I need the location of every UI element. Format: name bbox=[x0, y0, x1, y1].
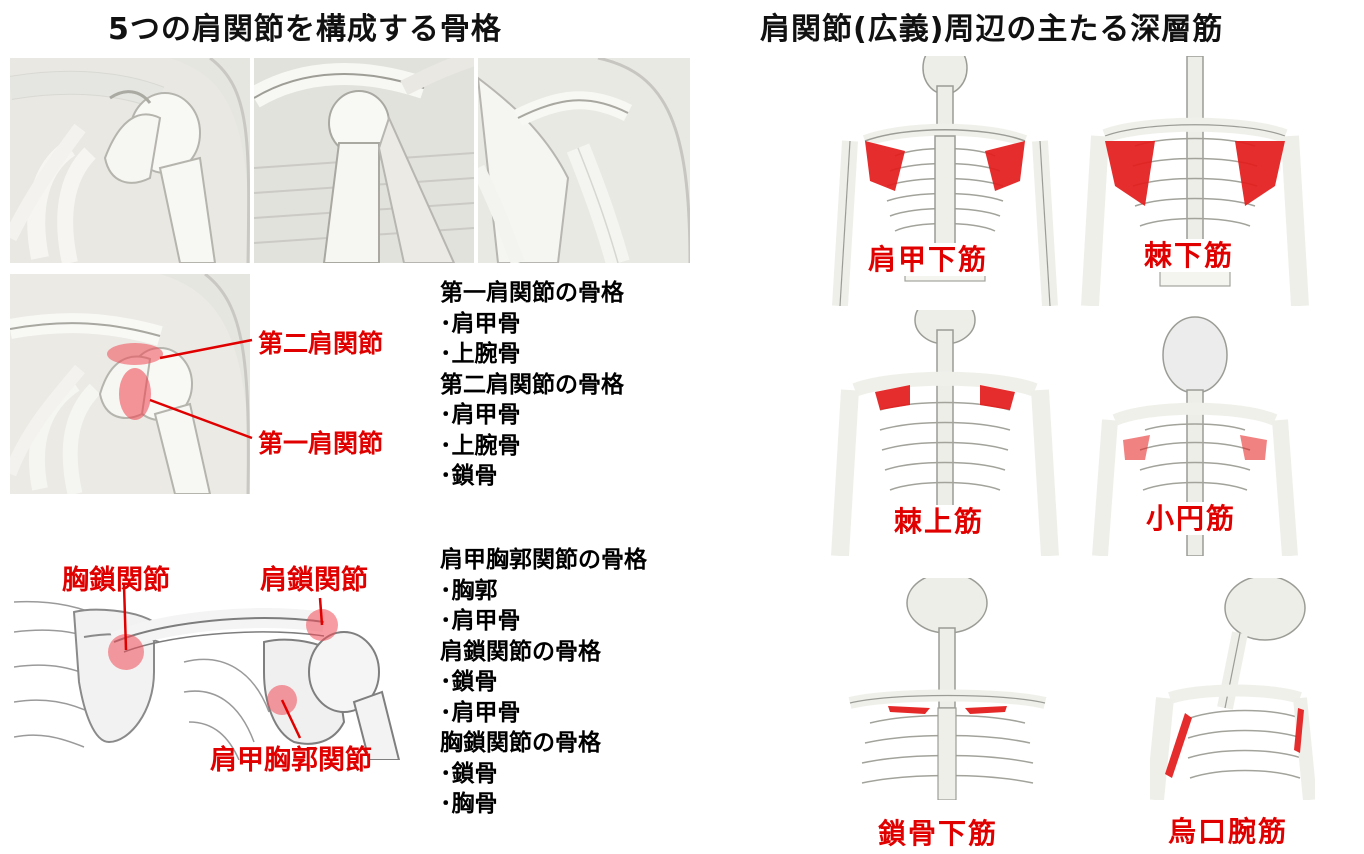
skeleton-list-1: 第一肩関節の骨格 ･肩甲骨 ･上腕骨 第二肩関節の骨格 ･肩甲骨 ･上腕骨 ･鎖… bbox=[440, 278, 624, 492]
skeleton-list-2-item: ･肩甲骨 bbox=[440, 608, 521, 634]
muscle-highlight-right bbox=[1240, 435, 1267, 460]
skeleton-list-1-item: 第一肩関節の骨格 bbox=[440, 280, 624, 306]
left-title: 5つの肩関節を構成する骨格 bbox=[108, 12, 502, 47]
skeleton-list-2-item: ･肩甲骨 bbox=[440, 699, 521, 726]
muscle-highlight-right bbox=[980, 385, 1015, 410]
label-infraspinatus: 棘下筋 bbox=[1138, 234, 1241, 274]
joint-leader-lines bbox=[149, 338, 253, 440]
shoulder-image-side bbox=[478, 58, 690, 263]
shoulder-joint-image bbox=[10, 274, 250, 494]
muscle-highlight-left bbox=[888, 706, 930, 714]
subclavius-image bbox=[830, 578, 1065, 800]
label-sternoclavicular-joint: 胸鎖関節 bbox=[62, 565, 170, 596]
coracobrachialis-image bbox=[1150, 578, 1315, 800]
second-joint-highlight bbox=[107, 343, 163, 365]
label-scapulothoracic-joint: 肩甲胸郭関節 bbox=[210, 745, 372, 776]
skeleton-list-2-item: 肩鎖関節の骨格 bbox=[440, 638, 601, 665]
skeleton-list-2-item: 肩甲胸郭関節の骨格 bbox=[440, 547, 647, 573]
label-subclavius: 鎖骨下筋 bbox=[872, 812, 1005, 852]
label-first-shoulder-joint: 第一肩関節 bbox=[258, 429, 384, 458]
skeleton-list-2: 肩甲胸郭関節の骨格 ･胸郭 ･肩甲骨 肩鎖関節の骨格 ･鎖骨 ･肩甲骨 胸鎖関節… bbox=[440, 545, 647, 820]
skeleton-list-2-item: ･胸郭 bbox=[440, 577, 498, 604]
skeleton-list-1-item: ･鎖骨 bbox=[440, 463, 498, 489]
muscle-highlight-right bbox=[965, 706, 1007, 714]
infraspinatus-image bbox=[1075, 56, 1315, 306]
label-second-shoulder-joint: 第二肩関節 bbox=[258, 329, 384, 358]
muscle-highlight-left bbox=[1165, 713, 1192, 778]
label-subscapularis: 肩甲下筋 bbox=[862, 238, 995, 278]
shoulder-image-front bbox=[10, 58, 250, 263]
label-coracobrachialis: 烏口腕筋 bbox=[1162, 810, 1295, 850]
muscle-highlight-left bbox=[1123, 435, 1150, 460]
skeleton-list-2-item: 胸鎖関節の骨格 bbox=[440, 730, 601, 756]
muscle-highlight-left bbox=[865, 141, 905, 191]
skeleton-list-2-item: ･鎖骨 bbox=[440, 669, 498, 695]
skeleton-list-2-item: ･胸骨 bbox=[440, 791, 498, 817]
thorax-leader-lines bbox=[122, 584, 324, 739]
sternoclavicular-highlight bbox=[108, 634, 144, 670]
skeleton-list-1-item: ･肩甲骨 bbox=[440, 310, 521, 337]
right-title: 肩関節(広義)周辺の主たる深層筋 bbox=[760, 12, 1224, 47]
skeleton-list-1-item: ･上腕骨 bbox=[440, 432, 521, 459]
muscle-highlight-right bbox=[985, 141, 1025, 191]
label-teres-minor: 小円筋 bbox=[1140, 497, 1243, 537]
label-supraspinatus: 棘上筋 bbox=[888, 500, 991, 540]
muscle-highlight-right bbox=[1235, 141, 1285, 206]
thorax-joint-image bbox=[14, 592, 408, 760]
skeleton-list-1-item: 第二肩関節の骨格 bbox=[440, 371, 624, 398]
skeleton-list-2-item: ･鎖骨 bbox=[440, 760, 498, 787]
first-joint-highlight bbox=[119, 368, 151, 420]
skeleton-list-1-item: ･上腕骨 bbox=[440, 341, 521, 367]
muscle-highlight-right bbox=[1294, 708, 1304, 753]
skeleton-list-1-item: ･肩甲骨 bbox=[440, 402, 521, 428]
muscle-highlight-left bbox=[875, 385, 910, 410]
muscle-highlight-left bbox=[1105, 141, 1155, 206]
label-acromioclavicular-joint: 肩鎖関節 bbox=[260, 565, 368, 596]
shoulder-image-back bbox=[254, 58, 474, 263]
